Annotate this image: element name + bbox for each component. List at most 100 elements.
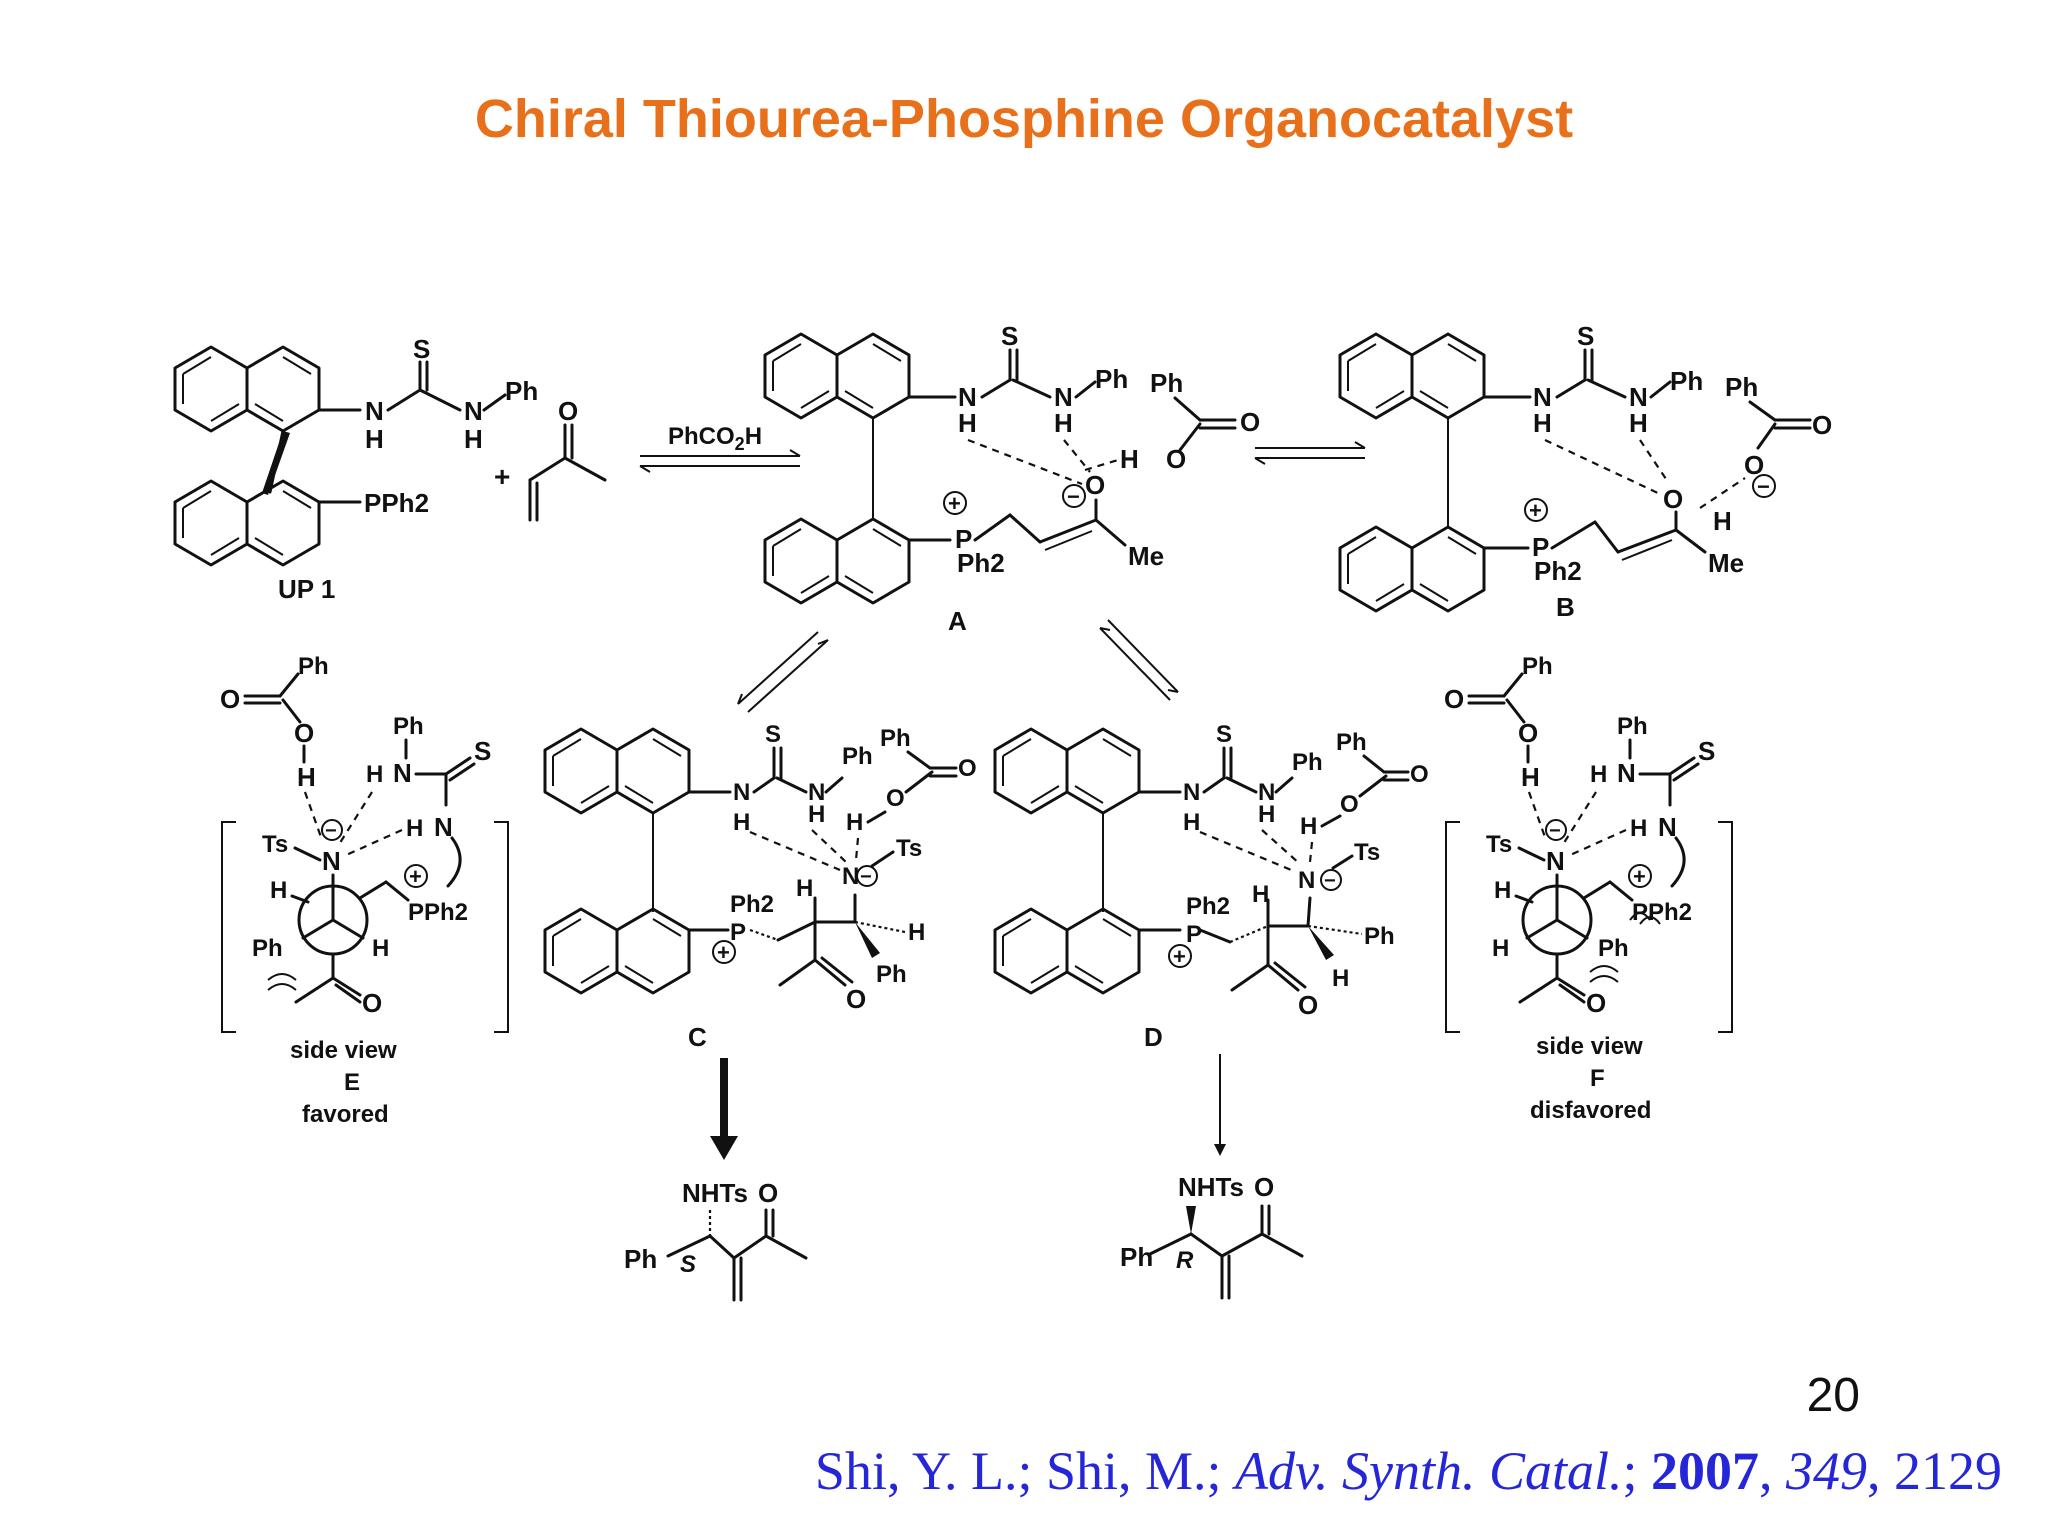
f-h-n2: H <box>1630 815 1647 842</box>
f-o-top: O <box>1444 684 1464 714</box>
c-p: P <box>730 919 746 946</box>
a-n2: N <box>1054 382 1073 412</box>
c-h-c1: H <box>796 875 813 902</box>
d-s: S <box>1216 721 1232 748</box>
transition-state-e: Ph O O H Ph H N S H N Ts N − + PPh2 <box>220 653 509 1128</box>
citation: Shi, Y. L.; Shi, M.; Adv. Synth. Catal.;… <box>815 1440 2002 1502</box>
product-r: NHTs O Ph R <box>1120 1172 1304 1300</box>
c-n3-charge: − <box>860 866 872 888</box>
up1-h1: H <box>365 424 384 454</box>
product-arrow-s <box>710 1058 738 1160</box>
f-ph-n: Ph <box>1617 713 1648 740</box>
d-o-ketone: O <box>1298 990 1318 1020</box>
b-ph1: Ph <box>1670 366 1703 396</box>
up1-ph: Ph <box>505 376 538 406</box>
f-p-charge: + <box>1633 864 1646 889</box>
b-o2-charge: − <box>1757 474 1770 499</box>
e-o-top: O <box>220 684 240 714</box>
up1-label: UP 1 <box>278 574 335 604</box>
b-ph2-p: Ph2 <box>1534 556 1582 586</box>
c-ts: Ts <box>896 835 922 862</box>
c-n1: N <box>733 779 750 806</box>
product-arrow-r <box>1214 1054 1226 1156</box>
b-n2: N <box>1629 382 1648 412</box>
e-label-2: E <box>344 1069 360 1096</box>
c-ph2: Ph <box>880 725 911 752</box>
b-ph2: Ph <box>1725 372 1758 402</box>
a-o3-charge: − <box>1067 484 1080 509</box>
f-h-left: H <box>1494 877 1511 904</box>
up1-n2: N <box>464 396 483 426</box>
d-h1: H <box>1183 809 1200 836</box>
product-s: NHTs O Ph S <box>624 1178 808 1302</box>
a-s: S <box>1001 321 1018 351</box>
e-h-oh: H <box>297 762 316 792</box>
b-me: Me <box>1708 548 1744 578</box>
b-n1: N <box>1533 382 1552 412</box>
e-h-left: H <box>270 877 287 904</box>
f-ph-right: Ph <box>1598 935 1629 962</box>
b-o1: O <box>1812 410 1832 440</box>
e-ph-n: Ph <box>393 713 424 740</box>
a-o2: O <box>1166 444 1186 474</box>
equilibrium-arrow-ab <box>1254 441 1366 465</box>
e-o-mid: O <box>294 718 314 748</box>
citation-authors: Shi, Y. L.; Shi, M.; <box>814 1441 1222 1501</box>
e-label-1: side view <box>290 1037 397 1064</box>
c-h1: H <box>733 809 750 836</box>
citation-sep1: ; <box>1622 1441 1638 1501</box>
transition-state-f: Ph O O H Ph H N S H N Ts N − + PPh2 <box>1444 653 1733 1124</box>
page-number: 20 <box>1806 1369 1860 1422</box>
d-ph2-p: Ph2 <box>1186 893 1230 920</box>
d-o2: O <box>1340 791 1359 818</box>
d-h2: H <box>1258 801 1275 828</box>
e-h-right: H <box>372 935 389 962</box>
a-o3: O <box>1085 470 1105 500</box>
e-h-n1: H <box>366 761 383 788</box>
c-n2: N <box>808 779 825 806</box>
b-h3: H <box>1713 506 1732 536</box>
up1-h2: H <box>464 424 483 454</box>
f-n1: N <box>1617 758 1636 788</box>
citation-sep2: , <box>1759 1441 1773 1501</box>
d-n1: N <box>1183 779 1200 806</box>
plus-sign: + <box>494 461 510 492</box>
e-n2: N <box>434 812 453 842</box>
d-n3-charge: − <box>1324 870 1336 892</box>
a-n1: N <box>958 382 977 412</box>
citation-volume: 349 <box>1786 1441 1867 1501</box>
f-h-oh: H <box>1521 762 1540 792</box>
f-o-ketone: O <box>1586 988 1606 1018</box>
d-n3: N <box>1298 867 1315 894</box>
b-h2: H <box>1629 408 1648 438</box>
b-s: S <box>1577 321 1594 351</box>
up1-pph2: PPh2 <box>364 488 429 518</box>
up1-structure: N H S N H Ph PPh2 UP 1 <box>173 334 538 604</box>
d-p: P <box>1186 921 1202 948</box>
equilibrium-arrow-ad <box>1099 619 1179 701</box>
f-n-charge: − <box>1549 820 1561 842</box>
e-s: S <box>474 736 491 766</box>
f-label-3: disfavored <box>1530 1097 1651 1124</box>
f-ph-top: Ph <box>1522 653 1553 680</box>
equilibrium-arrow-ac <box>737 631 829 713</box>
equilibrium-arrow-reagent: PhCO2H <box>639 423 801 473</box>
pr-ph: Ph <box>1120 1242 1153 1272</box>
e-ts: Ts <box>262 831 288 858</box>
b-o3: O <box>1663 484 1683 514</box>
d-p-charge: + <box>1173 944 1186 969</box>
f-o-mid: O <box>1518 718 1538 748</box>
c-o2: O <box>886 785 905 812</box>
d-ph3: Ph <box>1364 923 1395 950</box>
a-p: P <box>955 524 972 554</box>
e-n-charge: − <box>325 820 337 842</box>
c-ph1: Ph <box>842 743 873 770</box>
up1-n1: N <box>365 396 384 426</box>
c-n3: N <box>842 863 859 890</box>
e-ph-left: Ph <box>252 935 283 962</box>
f-s: S <box>1698 736 1715 766</box>
c-h-c2: H <box>908 919 925 946</box>
e-n1: N <box>393 758 412 788</box>
c-h2: H <box>808 801 825 828</box>
d-h-c1: H <box>1252 881 1269 908</box>
